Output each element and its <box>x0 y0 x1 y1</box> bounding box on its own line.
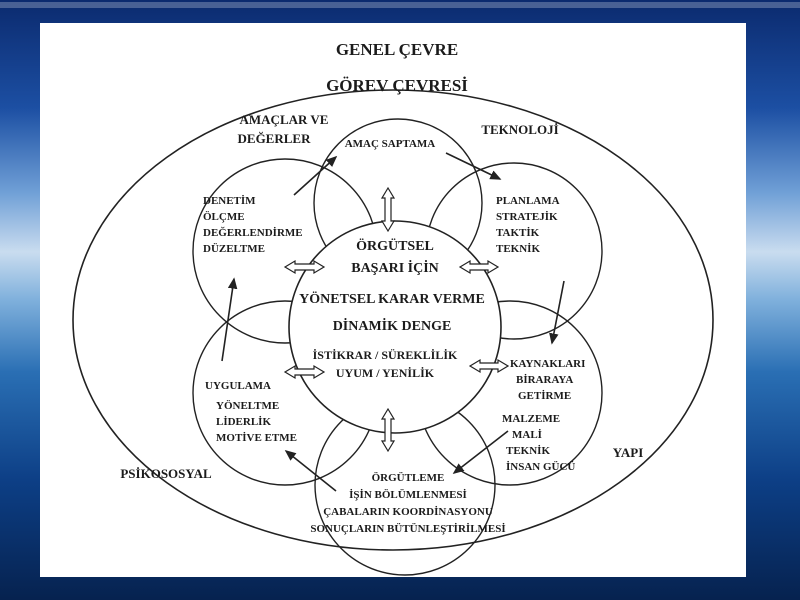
label-correction: DÜZELTME <box>203 242 265 255</box>
arrow-control-to-goal <box>293 155 338 196</box>
title-general-environment: GENEL ÇEVRE <box>336 40 458 59</box>
label-strategic: STRATEJİK <box>496 211 558 223</box>
label-division-of-work: İŞİN BÖLÜMLENMESİ <box>349 488 467 501</box>
label-technical-2: TEKNİK <box>506 445 550 457</box>
label-for-success: BAŞARI İÇİN <box>351 259 439 276</box>
circle-center <box>288 220 502 434</box>
arrow-organizing-to-implementation <box>284 450 337 492</box>
background-stripe <box>0 2 800 8</box>
label-dynamic-balance: DİNAMİK DENGE <box>333 317 452 334</box>
label-resources-2: BİRARAYA <box>516 374 573 386</box>
label-goals-values-line1: AMAÇLAR VE <box>240 112 329 127</box>
double-arrow-bottom <box>380 407 396 453</box>
double-arrow-top <box>380 186 396 233</box>
arrow-planning-to-resources <box>549 280 565 345</box>
label-managerial-decision: YÖNETSEL KARAR VERME <box>299 290 485 307</box>
label-financial: MALİ <box>512 429 542 441</box>
label-organizing: ÖRGÜTLEME <box>372 471 445 484</box>
label-structure: YAPI <box>613 445 644 460</box>
label-control: DENETİM <box>203 195 256 207</box>
label-implementation: UYGULAMA <box>205 380 271 392</box>
label-organizational: ÖRGÜTSEL <box>356 237 434 254</box>
label-goal-setting: AMAÇ SAPTAMA <box>345 138 436 150</box>
arrow-resources-to-organizing <box>452 430 509 474</box>
label-coordination: ÇABALARIN KOORDİNASYONU <box>323 506 493 518</box>
double-arrow-right-lower <box>468 358 510 374</box>
label-technology: TEKNOLOJİ <box>481 122 558 137</box>
arrow-implementation-to-control <box>221 277 238 362</box>
label-directing: YÖNELTME <box>216 399 279 412</box>
management-diagram: GENEL ÇEVRE GÖREV ÇEVRESİ AMAÇLAR VE DEĞ… <box>72 40 714 576</box>
label-material: MALZEME <box>502 413 560 425</box>
arrow-goal-to-planning <box>445 152 502 180</box>
label-stability-continuity: İSTİKRAR / SÜREKLİLİK <box>313 348 458 362</box>
double-arrow-left-upper <box>283 259 326 275</box>
label-resources-1: KAYNAKLARI <box>510 358 585 370</box>
label-technical: TEKNİK <box>496 243 540 255</box>
task-environment-ellipse <box>72 89 714 551</box>
double-arrow-right-upper <box>458 259 500 275</box>
label-tactical: TAKTİK <box>496 227 540 239</box>
double-arrow-left-lower <box>283 364 326 380</box>
label-evaluation: DEĞERLENDİRME <box>203 226 303 239</box>
label-resources-3: GETİRME <box>518 390 571 402</box>
label-goals-values-line2: DEĞERLER <box>238 131 312 146</box>
label-planning: PLANLAMA <box>496 195 560 207</box>
label-manpower: İNSAN GÜCÜ <box>506 460 575 473</box>
label-measurement: ÖLÇME <box>203 210 245 223</box>
label-psychosocial: PSİKOSOSYAL <box>120 466 212 481</box>
label-leadership: LİDERLİK <box>216 416 271 428</box>
label-motivating: MOTİVE ETME <box>216 432 297 444</box>
diagram-panel: GENEL ÇEVRE GÖREV ÇEVRESİ AMAÇLAR VE DEĞ… <box>40 23 746 577</box>
label-integration: SONUÇLARIN BÜTÜNLEŞTİRİLMESİ <box>310 522 505 535</box>
title-task-environment: GÖREV ÇEVRESİ <box>326 76 468 95</box>
label-adaptation-innovation: UYUM / YENİLİK <box>336 366 435 380</box>
